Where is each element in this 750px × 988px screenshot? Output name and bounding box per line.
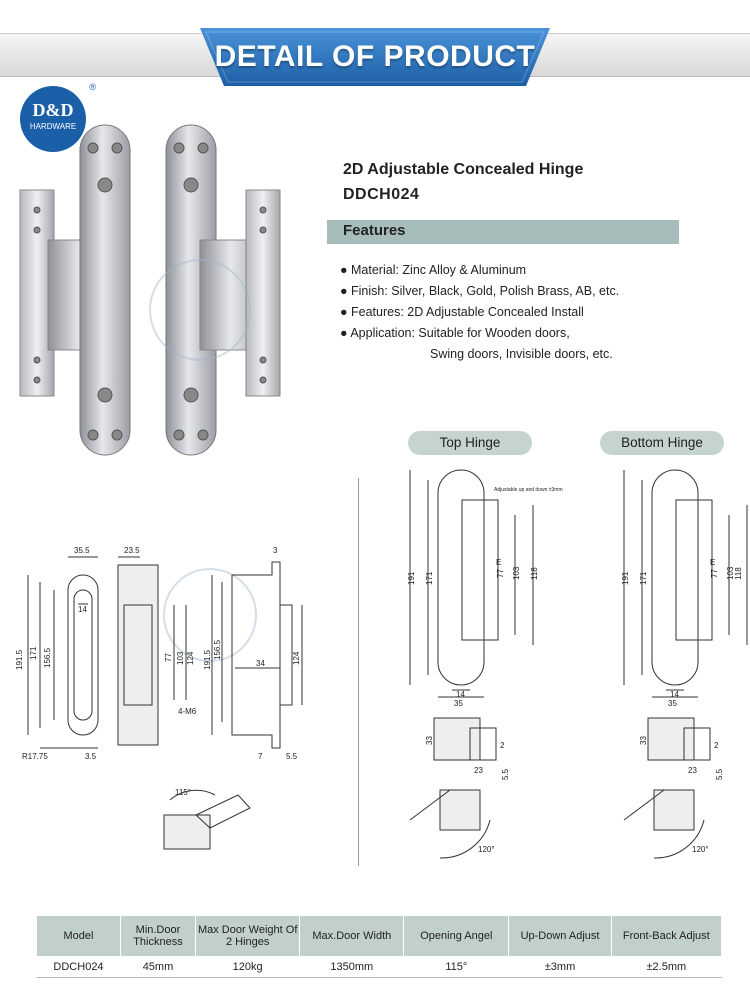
dim-label: 7 [258,752,263,761]
spec-header-row: Model Min.Door Thickness Max Door Weight… [36,915,723,957]
dim-label: 35 [454,699,463,708]
dim-label: 191 [621,571,630,585]
dim-label: 118 [734,567,743,580]
spec-header-cell: Max Door Weight Of 2 Hinges [194,915,301,957]
spec-header-cell: Model [36,915,121,957]
page-title: DETAIL OF PRODUCT [214,40,536,73]
dim-label: 2 [500,741,505,750]
dim-label: 103 [176,651,185,665]
dim-label: 171 [639,571,648,585]
dim-label: 115° [175,788,191,797]
spec-cell: ±3mm [508,956,612,978]
dim-label: 171 [425,571,434,585]
brand-logo: D&D HARDWARE ® [20,82,96,152]
dim-label: 124 [292,651,301,665]
spec-cell: ±2.5mm [611,956,722,978]
features-header: Features [327,220,679,244]
dim-label: 191.5 [203,649,212,670]
dim-label: 5.5 [715,768,724,780]
section-divider [358,478,359,866]
dim-label: 120° [478,845,495,854]
spec-table: Model Min.Door Thickness Max Door Weight… [36,915,723,978]
dim-label: R17.75 [22,752,48,761]
dim-label: 77 [164,653,173,662]
dim-label: 156.5 [213,639,222,660]
spec-cell: 120kg [195,956,300,978]
bottom-hinge-label: Bottom Hinge [600,431,724,455]
dim-label: 156.5 [43,647,52,668]
features-heading: Features [343,222,406,239]
feature-item: ● Material: Zinc Alloy & Aluminum [340,263,527,277]
logo-brand: D&D [32,100,74,120]
product-name: 2D Adjustable Concealed Hinge [343,161,584,178]
spec-header-cell: Opening Angel [403,915,510,957]
spec-header-cell: Min.Door Thickness [120,915,196,957]
spec-header-cell: Max.Door Width [299,915,405,957]
dim-label: 103 [512,566,521,580]
dim-label: 3 [273,546,278,555]
feature-item: ● Application: Suitable for Wooden doors… [340,326,570,340]
dim-label: 171 [29,646,38,660]
spec-cell: 115° [403,956,509,978]
spec-row: DDCH024 45mm 120kg 1350mm 115° ±3mm ±2.5… [36,956,722,978]
top-hinge-label: Top Hinge [408,431,532,455]
product-code: DDCH024 [343,186,420,203]
feature-item: ● Features: 2D Adjustable Concealed Inst… [340,305,584,319]
feature-item: ● Finish: Silver, Black, Gold, Polish Br… [340,284,620,298]
logo-reg: ® [89,82,96,92]
dim-label: 23.5 [124,546,140,555]
banner: DETAIL OF PRODUCT [200,20,550,94]
feature-item-continuation: Swing doors, Invisible doors, etc. [430,347,613,361]
spec-cell: 1350mm [299,956,404,978]
dim-label: Adjustable up and down ±3mm [494,487,563,493]
dim-label: 33 [639,736,648,745]
dim-label: 35.5 [74,546,90,555]
dim-label: 103 [726,566,735,580]
dim-label: 191.5 [15,649,24,670]
dim-label: 5.5 [501,768,510,780]
dim-label: 5.5 [286,752,298,761]
dim-label: 35 [668,699,677,708]
dim-label: 120° [692,845,709,854]
dim-label: 23 [688,766,697,775]
dim-label: E [496,558,501,567]
dim-label: 14 [456,690,465,699]
dim-label: E [710,558,715,567]
spec-header-cell: Front-Back Adjust [610,915,723,957]
features-list: ● Material: Zinc Alloy & Aluminum ● Fini… [340,260,619,365]
spec-header-cell: Up-Down Adjust [508,915,612,957]
logo-sub: HARDWARE [29,122,77,131]
dim-label: 4-M6 [178,707,197,716]
dim-label: 23 [474,766,483,775]
dim-label: 2 [714,741,719,750]
spec-cell: 45mm [120,956,196,978]
dim-label: 14 [78,605,87,614]
dim-label: 77 [496,569,505,578]
dim-label: 33 [425,736,434,745]
dim-label: 34 [256,659,265,668]
dim-label: 191 [407,571,416,585]
dim-label: 124 [186,651,195,665]
spec-cell: DDCH024 [36,956,121,978]
dim-label: 118 [530,567,539,580]
dim-label: 14 [670,690,679,699]
dim-label: 3.5 [85,752,97,761]
banner-shape [200,28,550,86]
dim-label: 77 [710,569,719,578]
